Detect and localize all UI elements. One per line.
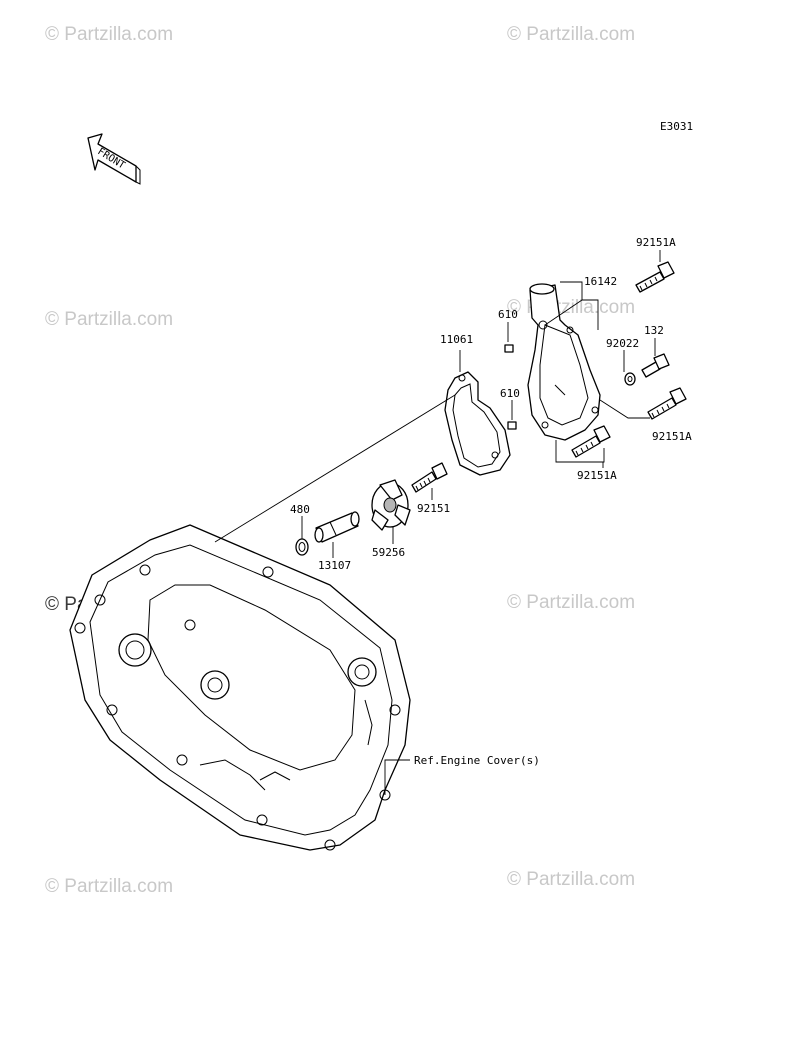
- label-16142: 16142: [584, 275, 617, 288]
- label-92151A: 92151A: [652, 430, 692, 443]
- part-13107-shaft: [314, 511, 360, 543]
- watermark: © Partzilla.com: [45, 876, 173, 897]
- watermark: © Partzilla.com: [507, 24, 635, 45]
- part-16142-pump-cover: [527, 283, 601, 441]
- label-92022: 92022: [606, 337, 639, 350]
- front-arrow-icon: FRONT: [87, 133, 141, 185]
- watermark: © Partzilla.com: [507, 869, 635, 890]
- reference-label: Ref.Engine Cover(s): [414, 754, 540, 767]
- label-11061: 11061: [440, 333, 473, 346]
- part-92022-washer: [624, 372, 636, 386]
- part-92151A-bolt: [647, 387, 687, 420]
- part-92151A-bolt: [571, 425, 611, 458]
- part-480-circlip: [295, 538, 309, 556]
- part-92151-bolt: [411, 462, 448, 493]
- watermark: © Partzilla.com: [45, 309, 173, 330]
- part-59256-impeller: [371, 479, 411, 531]
- label-132: 132: [644, 324, 664, 337]
- watermark: © Partzilla.com: [507, 592, 635, 613]
- part-610-dowel-pin: [507, 421, 517, 430]
- part-92151A-bolt: [635, 261, 675, 293]
- engine-cover: [69, 524, 411, 851]
- label-59256: 59256: [372, 546, 405, 559]
- label-92151A: 92151A: [636, 236, 676, 249]
- watermark: © Partzilla.com: [45, 24, 173, 45]
- label-610: 610: [500, 387, 520, 400]
- label-92151A: 92151A: [577, 469, 617, 482]
- diagram-code: E3031: [660, 120, 693, 133]
- part-labels: 92151A 16142 610 11061 132 92022 610 921…: [290, 236, 692, 767]
- label-92151: 92151: [417, 502, 450, 515]
- part-132-bolt: [641, 353, 670, 378]
- part-610-dowel-pin: [504, 344, 514, 353]
- label-480: 480: [290, 503, 310, 516]
- label-13107: 13107: [318, 559, 351, 572]
- leader-lines: [301, 250, 661, 795]
- part-11061-gasket: [444, 371, 511, 476]
- label-610: 610: [498, 308, 518, 321]
